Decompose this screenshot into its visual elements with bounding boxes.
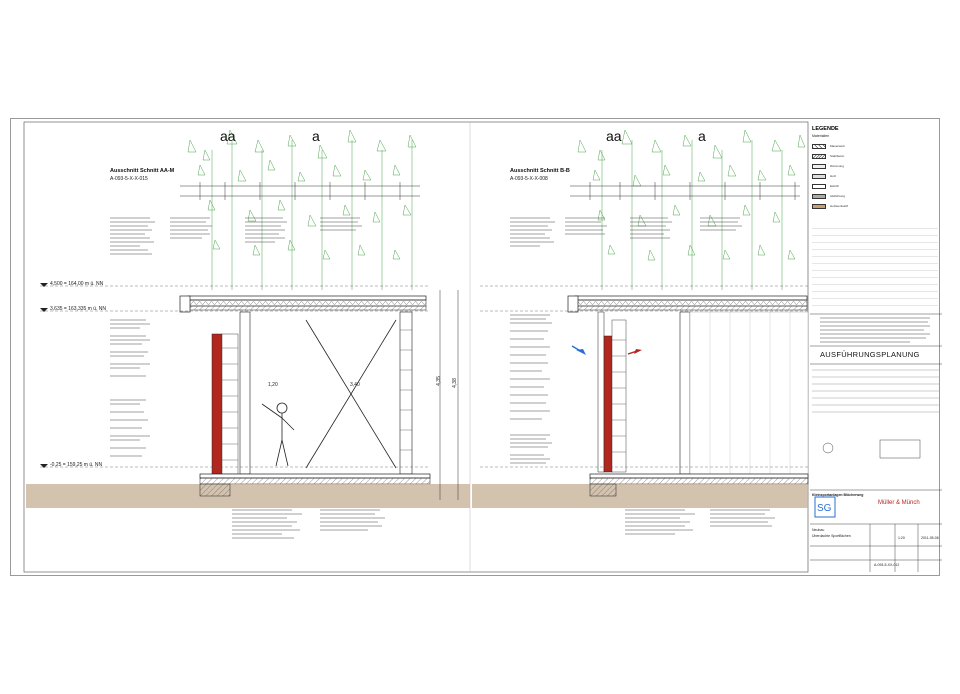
level-markers (40, 283, 48, 468)
legend-row: Mauerwerk (812, 144, 936, 150)
client-name: Kleinsportanlagen Blöcherweg (812, 493, 864, 497)
section-code-right: A-093-5-X-X-008 (510, 176, 548, 182)
legend-text: Stahlbeton (830, 154, 845, 158)
swatch-screed (812, 184, 826, 189)
title-block-lines (810, 313, 942, 572)
top-dimension-chains (180, 182, 800, 200)
legend-panel: LEGENDE Materialien Mauerwerk Stahlbeton… (808, 122, 942, 314)
legend-row: Abdichtung (812, 194, 936, 200)
legend-text: Estrich (830, 184, 840, 188)
legend-row: Estrich (812, 184, 936, 190)
sg-logo: SG (814, 496, 836, 518)
legend-text: Holzwerkstoff (830, 204, 848, 208)
section-marker-left-aa: aa (220, 128, 236, 144)
legend-text: Mauerwerk (830, 144, 845, 148)
dim-438: 4,38 (451, 378, 458, 388)
project-line-2: Überdachte Sportflächen (812, 534, 851, 538)
legend-row: Dämmung (812, 164, 936, 170)
section-marker-left-a: a (312, 128, 320, 144)
drawing-number: A-093-5-XX-012 (874, 563, 900, 567)
swatch-masonry (812, 144, 826, 149)
project-line-1: Neubau (812, 528, 825, 532)
legend-row: Stahlbeton (812, 154, 936, 160)
annotation-text-blocks (110, 217, 930, 539)
swatch-woodpanel (812, 204, 826, 209)
swatch-insulation (812, 164, 826, 169)
left-section (26, 285, 470, 508)
legend-text: Holz (830, 174, 837, 178)
plan-phase-heading: AUSFÜHRUNGSPLANUNG (820, 350, 920, 359)
company-name: Müller & Münch (878, 500, 920, 506)
legend-text: Abdichtung (830, 194, 846, 198)
level-label-top: 4,500 = 164,00 m ü. NN (50, 281, 104, 287)
dim-340: 3,40 (350, 382, 360, 388)
legend-title: LEGENDE (812, 126, 839, 132)
section-title-right: Ausschnitt Schnitt B-B (510, 168, 570, 174)
swatch-concrete (812, 154, 826, 159)
section-code-left: A-093-5-X-X-015 (110, 176, 148, 182)
legend-row: Holz (812, 174, 936, 180)
section-title-left: Ausschnitt Schnitt AA-M (110, 168, 175, 174)
swatch-waterproofing (812, 194, 826, 199)
dim-120: 1,20 (268, 382, 278, 388)
legend-subtitle: Materialien (812, 134, 830, 138)
date-value: 2011-05-06 (921, 536, 939, 540)
tree-foliage-left (187, 129, 417, 290)
scale-value: 1:20 (898, 536, 905, 540)
tree-foliage-right (577, 129, 806, 290)
dim-435: 4,35 (435, 376, 442, 386)
level-label-mid: 3,635 = 163,335 m ü. NN (50, 306, 107, 312)
legend-row: Holzwerkstoff (812, 204, 936, 210)
section-marker-right-aa: aa (606, 128, 622, 144)
section-marker-right-a: a (698, 128, 706, 144)
swatch-wood (812, 174, 826, 179)
svg-text:SG: SG (817, 503, 832, 514)
level-label-bottom: -0,25 = 159,25 m ü. NN (50, 462, 103, 468)
right-section (472, 285, 809, 508)
legend-symbols (812, 222, 938, 310)
legend-text: Dämmung (830, 164, 844, 168)
